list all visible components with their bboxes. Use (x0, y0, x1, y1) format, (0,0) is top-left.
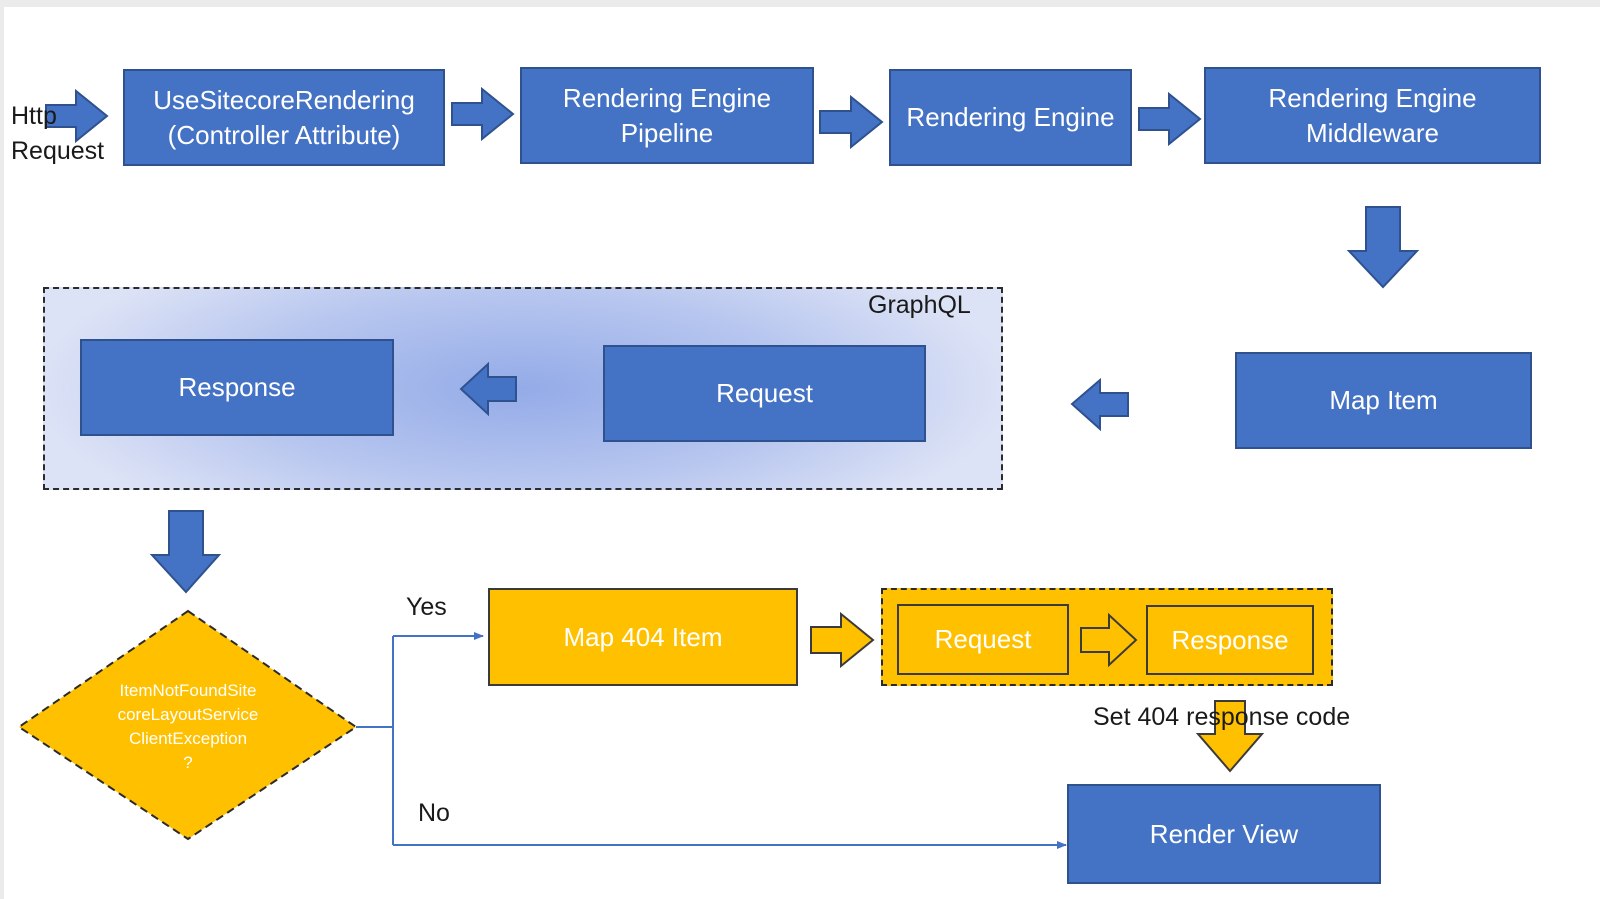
arrow-right-icon (1138, 91, 1202, 147)
arrow-down-icon (149, 510, 222, 594)
rendering-engine-middleware-box: Rendering Engine Middleware (1204, 67, 1541, 164)
arrow-right-icon (1080, 612, 1138, 668)
set-404-response-code-note: Set 404 response code (1093, 703, 1351, 731)
decision-label: ItemNotFoundSite coreLayoutService Clien… (117, 681, 259, 772)
http-request-line2: Request (11, 137, 105, 165)
rendering-engine-pipeline-box: Rendering Engine Pipeline (520, 67, 814, 164)
decision-diamond (17, 609, 358, 841)
diagram-canvas: GraphQL (4, 7, 1600, 899)
error-response-box: Response (1146, 605, 1314, 675)
note-arrow-layer (1195, 700, 1265, 773)
error-group-arrow-layer (1080, 612, 1138, 668)
graphql-response-box: Response (80, 339, 394, 436)
map-404-item-box: Map 404 Item (488, 588, 798, 686)
arrow-left-icon (1070, 377, 1129, 432)
error-request-box: Request (897, 604, 1069, 675)
branch-yes-label: Yes (406, 593, 447, 621)
graphql-group-title: GraphQL (868, 291, 971, 319)
arrow-down-icon (1346, 206, 1420, 289)
map-item-box: Map Item (1235, 352, 1532, 449)
arrow-right-icon (819, 94, 884, 150)
http-request-line1: Http (11, 102, 57, 130)
render-view-box: Render View (1067, 784, 1381, 884)
arrow-left-icon (459, 361, 517, 417)
rendering-engine-box: Rendering Engine (889, 69, 1132, 166)
arrow-right-icon (45, 88, 109, 144)
connectors-layer (17, 86, 1420, 849)
arrow-down-icon (1195, 700, 1265, 773)
arrow-right-icon (451, 86, 515, 142)
branch-no-label: No (418, 799, 450, 827)
graphql-request-box: Request (603, 345, 926, 442)
arrow-right-icon (810, 611, 875, 669)
use-sitecore-rendering-box: UseSitecoreRendering (Controller Attribu… (123, 69, 445, 166)
decision-connector-lines (356, 632, 1067, 849)
